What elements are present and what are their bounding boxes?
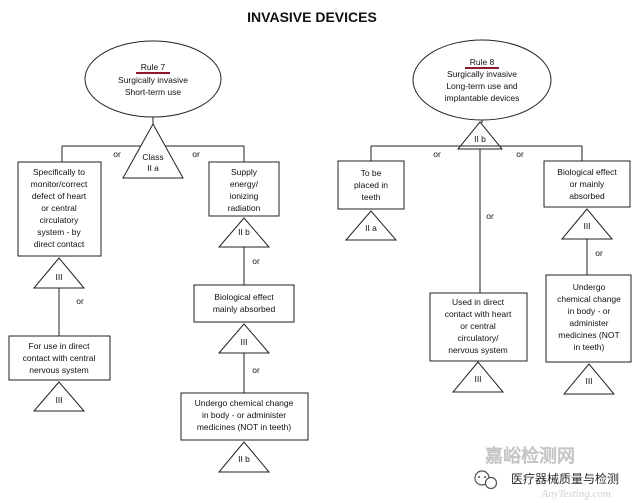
rule-8-teeth-box — [337, 160, 405, 210]
rule-7-nervous-class-triangle — [32, 381, 86, 412]
box-line: Undergo chemical change — [195, 398, 294, 408]
box-line: direct contact — [34, 239, 85, 249]
class-label: III — [55, 395, 62, 405]
box-line: defect of heart — [32, 191, 87, 201]
rule-7-tree: Rule 7 Surgically invasive Short-term us… — [8, 40, 309, 473]
watermark: 嘉峪检测网 医疗器械质量与检测 AnyTesting.com — [474, 445, 619, 500]
box-line: in body - or administer — [202, 410, 286, 420]
rule-7-nervous-box — [8, 335, 111, 381]
box-line: in body - or — [568, 306, 611, 316]
rule-8-underline — [465, 67, 499, 69]
rule-8-line3: implantable devices — [445, 93, 520, 103]
box-line: Specifically to — [33, 167, 85, 177]
box-line: or mainly — [570, 179, 605, 189]
rule-8-teeth-class-triangle — [344, 210, 398, 241]
class-label: III — [240, 337, 247, 347]
or-label: or — [595, 248, 603, 258]
rule-7-class-triangle — [122, 122, 184, 179]
box-line: teeth — [362, 192, 381, 202]
wechat-icon — [474, 470, 498, 490]
or-label: or — [252, 256, 260, 266]
rule-8-bio-box — [543, 160, 631, 208]
box-line: For use in direct — [29, 341, 91, 351]
box-line: in teeth) — [574, 342, 605, 352]
box-line: nervous system — [29, 365, 89, 375]
or-label: or — [486, 211, 494, 221]
rule-7-heart-box — [17, 161, 102, 257]
box-line: absorbed — [569, 191, 605, 201]
class-label: II b — [474, 134, 486, 144]
box-line: or central — [41, 203, 77, 213]
box-line: mainly absorbed — [213, 304, 276, 314]
box-line: contact with heart — [445, 309, 512, 319]
class-label: II b — [238, 227, 250, 237]
watermark-site: AnyTesting.com — [540, 488, 611, 500]
box-line: placed in — [354, 180, 388, 190]
box-line: or central — [460, 321, 496, 331]
rule-8-heart-box — [429, 292, 528, 362]
rule-8-ellipse — [412, 39, 552, 121]
rule-7-chemical-box — [180, 392, 309, 441]
or-label: or — [192, 149, 200, 159]
box-line: administer — [569, 318, 608, 328]
box-line: medicines (NOT — [558, 330, 619, 340]
box-line: nervous system — [448, 345, 508, 355]
rule-7-line1: Surgically invasive — [118, 75, 188, 85]
rule-7-label: Rule 7 — [141, 62, 166, 72]
page-title: INVASIVE DEVICES — [247, 9, 377, 25]
box-line: Supply — [231, 167, 258, 177]
box-line: medicines (NOT in teeth) — [197, 422, 291, 432]
box-line: Biological effect — [214, 292, 274, 302]
box-line: circulatory/ — [457, 333, 499, 343]
rule-8-heart-class-triangle — [451, 361, 505, 393]
rule-8-chemical-class-triangle — [562, 363, 616, 395]
rule-8-line1: Surgically invasive — [447, 69, 517, 79]
rule-7-line2: Short-term use — [125, 87, 181, 97]
box-line: system - by — [37, 227, 81, 237]
class-label: III — [55, 272, 62, 282]
box-line: monitor/correct — [31, 179, 88, 189]
or-label: or — [252, 365, 260, 375]
rule-8-label: Rule 8 — [470, 57, 495, 67]
class-label: III — [585, 376, 592, 386]
or-label: or — [113, 149, 121, 159]
watermark-logo-text: 嘉峪检测网 — [484, 445, 575, 466]
box-line: ionizing — [230, 191, 259, 201]
box-line: Undergo — [573, 282, 606, 292]
box-line: To be — [361, 168, 382, 178]
class-label: III — [474, 374, 481, 384]
rule-8-tree: Rule 8 Surgically invasive Long-term use… — [337, 39, 632, 395]
class-label: II b — [238, 454, 250, 464]
box-line: chemical change — [557, 294, 621, 304]
rule-7-underline — [136, 72, 170, 74]
box-line: Used in direct — [452, 297, 505, 307]
rule-7-bio-box — [193, 284, 295, 323]
rule-7-chemical-class-triangle — [217, 441, 271, 473]
box-line: contact with central — [23, 353, 96, 363]
box-line: Biological effect — [557, 167, 617, 177]
rule-7-class-line2: II a — [147, 163, 159, 173]
or-label: or — [76, 296, 84, 306]
class-label: III — [583, 221, 590, 231]
rule-7-class-line1: Class — [142, 152, 163, 162]
rule-8-chemical-box — [545, 274, 632, 363]
or-label: or — [433, 149, 441, 159]
rule-8-line2: Long-term use and — [446, 81, 518, 91]
or-label: or — [516, 149, 524, 159]
watermark-account: 医疗器械质量与检测 — [511, 471, 619, 486]
box-line: energy/ — [230, 179, 259, 189]
box-line: circulatory — [40, 215, 79, 225]
class-label: II a — [365, 223, 377, 233]
box-line: radiation — [228, 203, 261, 213]
rule-7-energy-box — [208, 161, 280, 217]
